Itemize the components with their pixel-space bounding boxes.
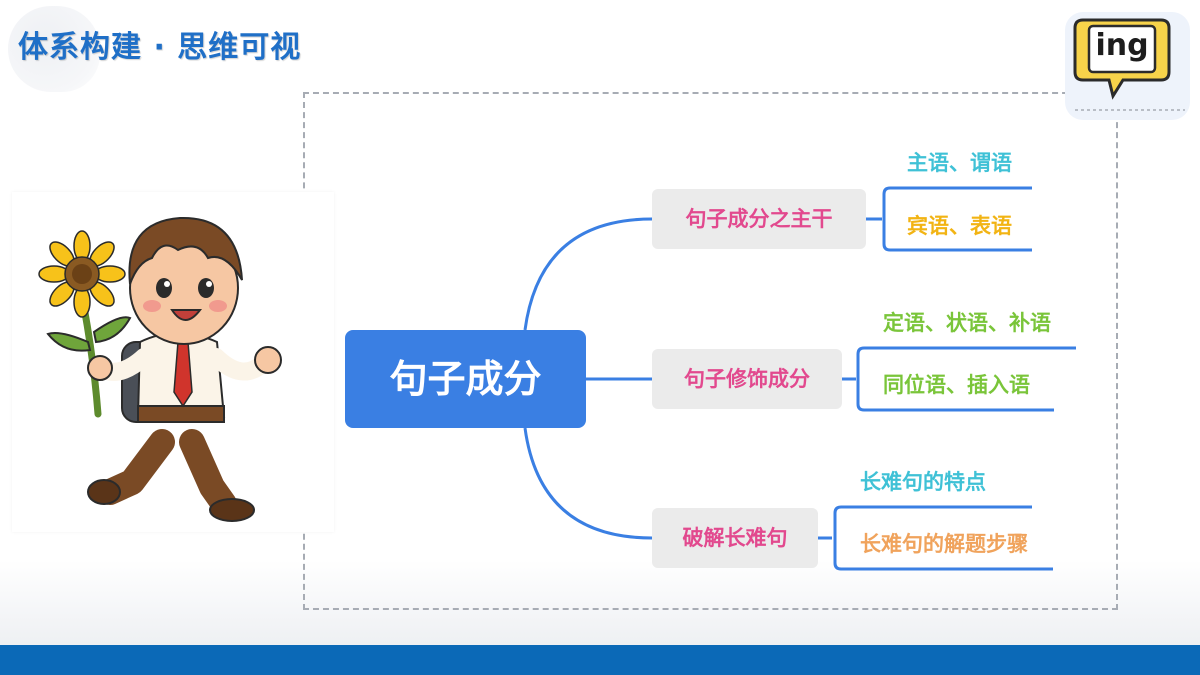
branch-node-modifiers: 句子修饰成分: [652, 349, 842, 409]
connector-branch-2-bracket: [856, 346, 1076, 412]
branch-node-sentence-trunk: 句子成分之主干: [652, 189, 866, 249]
ing-badge-icon: [1065, 12, 1190, 120]
page-title: 体系构建 · 思维可视: [18, 30, 302, 65]
branch-node-long-sentences: 破解长难句: [652, 508, 818, 568]
corner-decoration: [8, 6, 100, 92]
background-fade: [0, 560, 1200, 645]
leaf-object-predicative: 宾语、表语: [907, 214, 1012, 238]
leaf-subject-predicate: 主语、谓语: [907, 151, 1012, 175]
bottom-bar: [0, 645, 1200, 675]
leaf-attributive-adverbial-complement: 定语、状语、补语: [883, 311, 1051, 335]
connector-branch-3-bracket: [833, 505, 1053, 571]
connector-root-branch-3: [523, 427, 653, 540]
boy-with-sunflower-illustration: [38, 216, 282, 522]
leaf-long-sentence-features: 长难句的特点: [860, 470, 986, 494]
badge-text: ing: [1095, 28, 1149, 63]
leaf-long-sentence-steps: 长难句的解题步骤: [860, 532, 1028, 556]
mindmap-root-node: 句子成分: [345, 330, 586, 428]
connector-branch-1-bracket: [882, 186, 1032, 252]
leaf-appositive-parenthesis: 同位语、插入语: [883, 373, 1030, 397]
connector-root-branch-1: [523, 217, 653, 331]
illustration-panel: [12, 192, 334, 532]
